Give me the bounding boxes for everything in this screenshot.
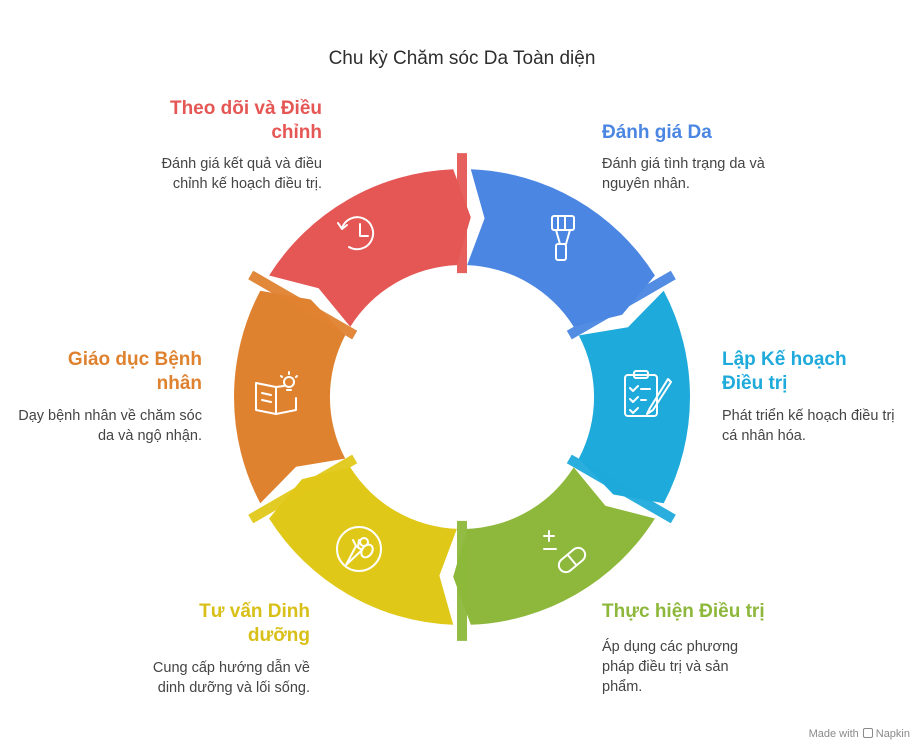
clipboard-icon xyxy=(624,370,672,417)
stage-desc-monitor: Đánh giá kết quả và điều chỉnh kế hoạch … xyxy=(161,156,322,192)
footer-credit: Made with Napkin xyxy=(809,728,910,740)
ring-segment-plan xyxy=(578,290,690,504)
stage-title-assess: Đánh giá Da xyxy=(602,122,712,143)
pill-icon xyxy=(543,530,587,574)
footer-brand: Napkin xyxy=(875,728,910,740)
tube-icon xyxy=(551,215,575,261)
napkin-logo-icon xyxy=(862,728,873,738)
stage-desc-plan: Phát triển kế hoạch điều trị cá nhân hóa… xyxy=(722,408,895,444)
stage-title-nutrition: Tư vấn Dinh dưỡng xyxy=(199,601,310,646)
ring-divider-educate xyxy=(248,270,358,340)
vegetables-icon xyxy=(336,526,382,572)
stage-desc-assess: Đánh giá tình trạng da và nguyên nhân. xyxy=(602,156,765,192)
ring-segment-treat xyxy=(453,467,655,625)
stage-desc-treat: Áp dụng các phương pháp điều trị và sản … xyxy=(602,639,739,695)
ring-segment-monitor xyxy=(269,169,471,327)
stage-title-plan: Lập Kế hoạch Điều trị xyxy=(722,349,847,394)
stage-title-educate: Giáo dục Bệnh nhân xyxy=(67,349,202,394)
stage-desc-nutrition: Cung cấp hướng dẫn về dinh dưỡng và lối … xyxy=(152,660,310,696)
footer-made-with: Made with xyxy=(808,728,859,740)
ring-divider-monitor xyxy=(457,153,467,274)
ring-divider-treat xyxy=(457,520,467,641)
ring-divider-nutrition xyxy=(248,454,358,524)
ring-segment-educate xyxy=(234,290,346,504)
stage-desc-educate: Dạy bệnh nhân về chăm sóc da và ngộ nhận… xyxy=(18,408,202,444)
ring-divider-assess xyxy=(566,270,676,340)
book-lightbulb-icon xyxy=(255,371,298,415)
ring-segment-assess xyxy=(467,169,655,327)
stage-title-monitor: Theo dõi và Điều chỉnh xyxy=(169,98,322,143)
ring-divider-plan xyxy=(566,454,676,524)
stage-title-treat: Thực hiện Điều trị xyxy=(602,601,765,622)
clock-history-icon xyxy=(337,216,375,251)
diagram-title: Chu kỳ Chăm sóc Da Toàn diện xyxy=(328,48,596,69)
